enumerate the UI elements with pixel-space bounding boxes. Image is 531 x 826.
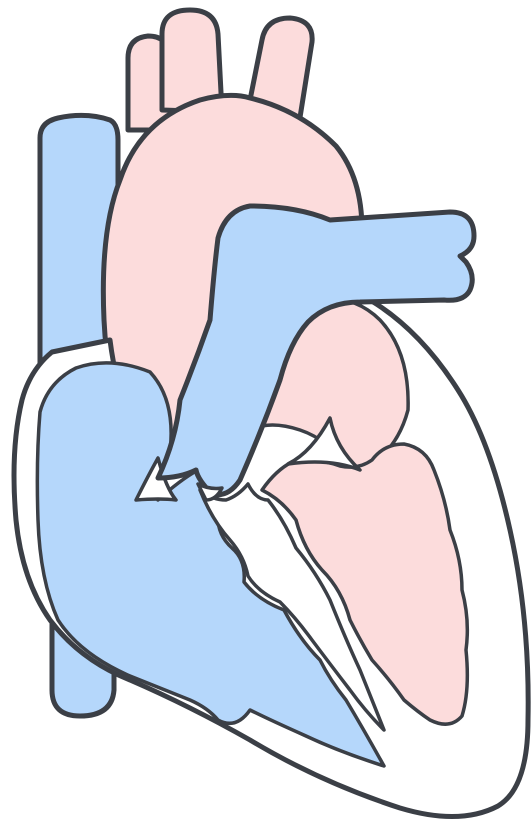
heart-diagram [0, 0, 531, 826]
